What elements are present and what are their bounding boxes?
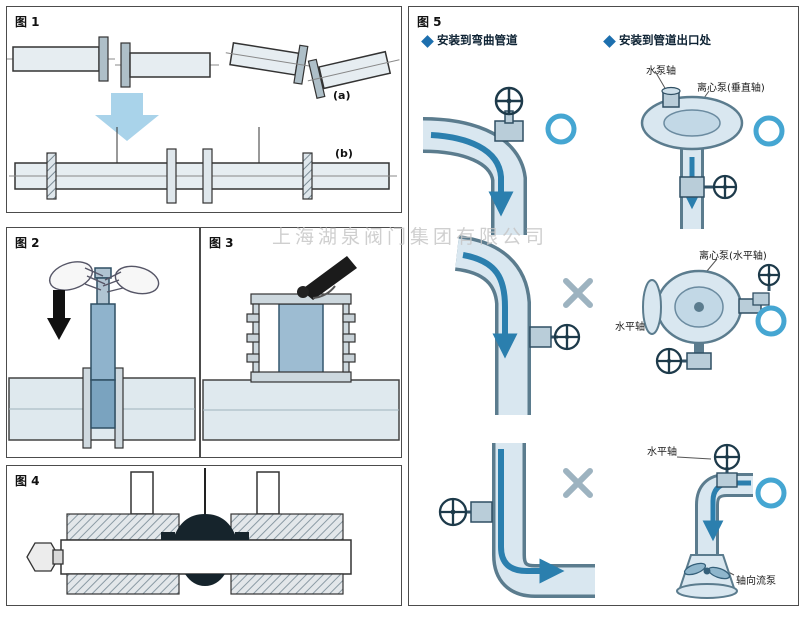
axial-pump-diagram xyxy=(676,443,753,599)
legend-label-bend: 安装到弯曲管道 xyxy=(437,33,518,47)
correct-mark xyxy=(545,113,577,145)
label-axial-flow-pump: 轴向流泵 xyxy=(736,576,776,587)
aligned-pipe-diagram xyxy=(9,127,397,204)
handwheel-icon xyxy=(757,263,781,287)
label-pump-shaft: 水泵轴 xyxy=(646,66,676,77)
correct-mark xyxy=(753,115,785,147)
label-a: (a) xyxy=(333,89,350,102)
label-centrifugal-horizontal: 离心泵(水平轴) xyxy=(699,251,767,262)
hands-illustration xyxy=(48,261,160,295)
angled-pipes-diagram xyxy=(225,42,400,99)
bottom-bend-incorrect-diagram xyxy=(438,443,595,598)
label-centrifugal-vertical: 离心泵(垂直轴) xyxy=(697,83,765,94)
flow-arrow-icon xyxy=(430,132,514,217)
insert-direction-arrow-icon xyxy=(47,290,71,340)
figure-3-art xyxy=(202,256,400,441)
bend-install-incorrect-diagram xyxy=(454,235,581,415)
correct-mark xyxy=(755,305,787,337)
figure-1-panel: 图 1 xyxy=(6,6,402,213)
incorrect-mark xyxy=(563,278,593,308)
label-horizontal-shaft-bottom: 水平轴 xyxy=(647,447,677,458)
figure-1-art: (a) (b) xyxy=(7,36,400,204)
wafer-valve xyxy=(90,267,116,429)
bend-install-correct-diagram xyxy=(422,86,527,235)
incorrect-mark xyxy=(563,468,593,498)
bolt-head xyxy=(26,542,64,572)
cross-section-diagram xyxy=(60,468,352,595)
flow-arrow-icon xyxy=(498,449,565,584)
label-b: (b) xyxy=(335,147,353,160)
figure-3-panel: 图 3 xyxy=(200,227,402,458)
down-arrow-icon xyxy=(95,93,159,141)
pipe xyxy=(202,379,400,441)
figure-5-title: 图 5 xyxy=(417,15,442,29)
lever-handle xyxy=(297,256,357,300)
handwheel-icon xyxy=(438,497,468,527)
handwheel-icon xyxy=(494,86,524,116)
flanged-butterfly-valve xyxy=(246,293,356,383)
figure-5-panel: 图 5 安装到弯曲管道 安装到管道出口处 水泵轴 离心泵(垂直轴) 离心泵(水平… xyxy=(408,6,799,606)
handwheel-icon xyxy=(712,174,738,200)
figure-2-title: 图 2 xyxy=(15,236,40,250)
figure-3-title: 图 3 xyxy=(209,236,234,250)
handwheel-icon xyxy=(655,347,683,375)
figure-2-art xyxy=(8,261,196,449)
figure-4-title: 图 4 xyxy=(15,474,40,488)
propeller-blade xyxy=(683,562,707,576)
outlet-horizontal-pump-diagram xyxy=(642,258,781,375)
figure-4-panel: 图 4 xyxy=(6,465,402,606)
handwheel-icon xyxy=(553,323,581,351)
label-horizontal-shaft-mid: 水平轴 xyxy=(615,322,645,333)
legend-label-outlet: 安装到管道出口处 xyxy=(619,33,711,47)
flow-arrow-icon xyxy=(462,252,518,359)
figure-1-title: 图 1 xyxy=(15,15,40,29)
misaligned-pipes-diagram xyxy=(7,36,219,88)
correct-mark xyxy=(755,477,787,509)
valve-with-handwheel xyxy=(494,110,524,142)
handwheel-icon xyxy=(713,443,741,471)
rubber-seat xyxy=(161,514,249,586)
outlet-vertical-pump-diagram xyxy=(640,70,744,229)
figure-5-art xyxy=(422,70,787,599)
figure-4-art xyxy=(26,468,352,595)
figure-2-panel: 图 2 xyxy=(6,227,200,458)
